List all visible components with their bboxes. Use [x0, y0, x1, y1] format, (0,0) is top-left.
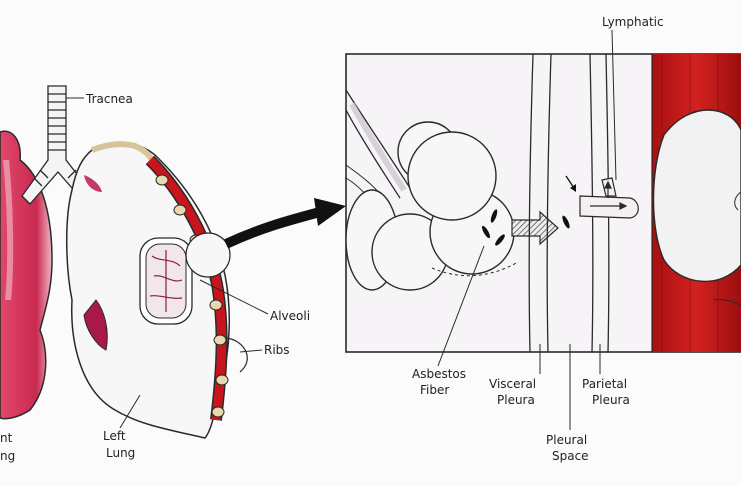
- parietal-label-2: Pleura: [592, 393, 630, 407]
- alveoli-label: Alveoli: [270, 309, 310, 323]
- left-lung-label-2: Lung: [106, 446, 135, 460]
- parietal-label-1: Parietal: [582, 377, 627, 391]
- visceral-pleura: [528, 53, 552, 353]
- ribs-label: Ribs: [264, 343, 290, 357]
- lymphatic-label: Lymphatic: [602, 15, 664, 29]
- visceral-label-1: Visceral: [489, 377, 536, 391]
- tumor-mass: [652, 109, 741, 283]
- pleural-space-label-2: Space: [552, 449, 589, 463]
- zoom-arrow: [223, 198, 346, 249]
- asbestos-label-1: Asbestos: [412, 367, 466, 381]
- left-lung-label-1: Left: [103, 429, 126, 443]
- visceral-label-2: Pleura: [497, 393, 535, 407]
- lymphatic-vessel: [579, 177, 639, 219]
- right-lung: [0, 130, 53, 420]
- fiber-migration-arrow: [511, 210, 559, 246]
- right-lung-label-1: nt: [0, 431, 13, 445]
- asbestos-label-2: Fiber: [420, 383, 449, 397]
- pleural-space-label-1: Pleural: [546, 433, 587, 447]
- right-lung-label-2: ng: [0, 449, 15, 463]
- asbestos-fibers: [481, 209, 570, 246]
- zoomed-detail-box: [345, 53, 741, 353]
- alveoli-cluster: [345, 121, 515, 291]
- trachea-label: Tracnea: [85, 92, 133, 106]
- alveoli-inset: [139, 232, 231, 325]
